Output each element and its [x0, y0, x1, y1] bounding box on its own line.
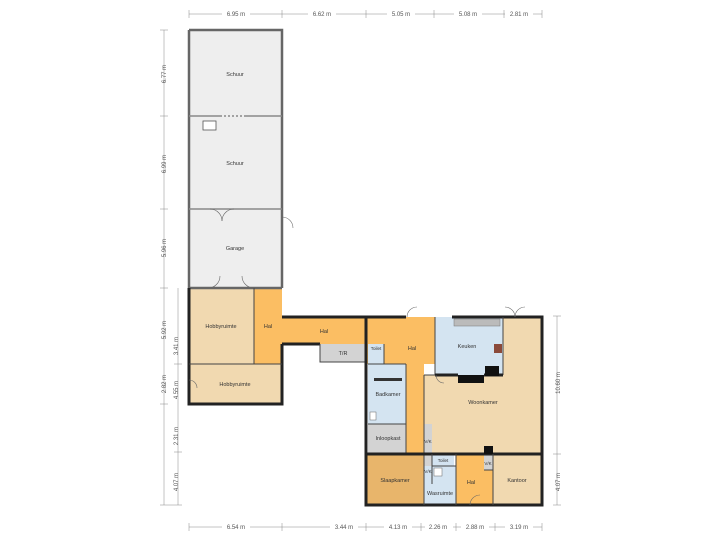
dim-left-3: 5.96 m: [162, 239, 168, 257]
schuur-1-area: [189, 30, 282, 116]
tr-area: [320, 344, 366, 362]
hobbyruimte-1-area: [189, 288, 254, 364]
label-vk-3: V/K: [484, 461, 491, 466]
hal-2-area: [282, 317, 366, 344]
label-kantoor: Kantoor: [507, 478, 526, 484]
hobbyruimte-2-area: [189, 364, 282, 404]
label-wasruimte: Wasruimte: [427, 491, 453, 497]
slaapkamer-area: [366, 454, 424, 505]
label-toilet-1: Toilet: [371, 346, 382, 351]
label-vk-2: V/K: [424, 469, 431, 474]
label-hal-1: Hal: [264, 324, 272, 330]
garage-area: [189, 209, 282, 288]
toilet-1-area: [368, 344, 384, 364]
dim-right-2: 4.07 m: [556, 473, 562, 491]
vk-3-area: [484, 454, 493, 470]
schuur-2-area: [189, 116, 282, 209]
dim-left-7: 4.55 m: [174, 381, 180, 399]
label-toilet-2: Toilet: [438, 458, 449, 463]
label-hal-3: Hal: [408, 346, 416, 352]
dim-left-9: 4.07 m: [174, 473, 180, 491]
label-slaapkamer: Slaapkamer: [380, 478, 410, 484]
dim-top-5: 2.81 m: [510, 12, 528, 18]
hobby-door-left: [207, 275, 221, 289]
dim-bottom-5: 2.88 m: [466, 525, 484, 531]
fireplace-icon: [485, 366, 499, 376]
hal-1-area: [254, 288, 282, 364]
garage-side-door: [281, 216, 294, 229]
hobby-side-door: [188, 379, 198, 389]
toilet-icon: [369, 411, 377, 421]
hobby-door-right: [241, 275, 255, 289]
stove-icon: [458, 375, 484, 383]
room-fills: [189, 30, 542, 505]
inloopkast-area: [368, 424, 406, 454]
hal-3-corridor: [406, 364, 424, 454]
label-tr: T/R: [339, 351, 348, 357]
terrace-door-right: [514, 306, 526, 318]
washer-icon: [433, 467, 443, 477]
right-dimension-line: 10.60 m 4.07 m: [553, 315, 562, 506]
keuken-area: [435, 317, 503, 375]
dim-right-1: 10.60 m: [556, 372, 562, 394]
dim-bottom-6: 3.19 m: [510, 525, 528, 531]
room-labels: Schuur Schuur Garage Hobbyruimte Hal Hob…: [205, 72, 526, 497]
doors: [188, 208, 526, 506]
dim-left-1: 6.77 m: [162, 65, 168, 83]
label-hal-2: Hal: [320, 329, 328, 335]
woonkamer-top-area: [503, 317, 542, 375]
dim-bottom-3: 4.13 m: [389, 525, 407, 531]
label-schuur-1: Schuur: [226, 72, 244, 78]
fixtures: [369, 318, 502, 477]
dim-bottom-2: 3.44 m: [335, 525, 353, 531]
label-keuken: Keuken: [458, 344, 477, 350]
vk-1-area: [424, 424, 432, 454]
woonkamer-area: [424, 375, 542, 454]
kitchen-counter: [453, 318, 501, 327]
front-door-left: [406, 306, 418, 318]
left-dimension-line: 6.77 m 6.99 m 5.96 m 5.92 m 3.41 m 2.82 …: [160, 29, 182, 506]
label-hobbyruimte-1: Hobbyruimte: [205, 324, 236, 330]
label-vk-1: V/K: [424, 439, 431, 444]
dim-top-4: 5.08 m: [459, 12, 477, 18]
dim-left-8: 2.31 m: [174, 427, 180, 445]
kantoor-area: [493, 454, 542, 505]
label-hobbyruimte-2: Hobbyruimte: [219, 382, 250, 388]
walls: [187, 28, 544, 507]
dim-top-2: 6.62 m: [313, 12, 331, 18]
back-door: [469, 494, 481, 506]
top-dimension-line: 6.95 m 6.62 m 5.05 m 5.08 m 2.81 m: [188, 8, 543, 19]
dim-top-1: 6.95 m: [227, 12, 245, 18]
dim-left-6: 2.82 m: [162, 375, 168, 393]
dim-bottom-4: 2.26 m: [429, 525, 447, 531]
dim-bottom-1: 6.54 m: [227, 525, 245, 531]
toilet-2-area: [432, 454, 454, 466]
label-badkamer: Badkamer: [375, 392, 400, 398]
shower-screen: [374, 378, 402, 381]
dim-left-5: 3.41 m: [174, 337, 180, 355]
label-woonkamer: Woonkamer: [468, 400, 498, 406]
dim-left-2: 6.99 m: [162, 155, 168, 173]
garage-door-right: [221, 208, 235, 222]
appliance-icon: [494, 344, 502, 353]
label-hal-4: Hal: [467, 480, 475, 486]
label-garage: Garage: [226, 246, 244, 252]
kitchen-door: [435, 374, 445, 384]
label-schuur-2: Schuur: [226, 161, 244, 167]
chimney-icon: [484, 446, 493, 454]
bottom-dimension-line: 6.54 m 3.44 m 4.13 m 2.26 m 2.88 m 3.19 …: [188, 521, 543, 532]
dim-top-3: 5.05 m: [392, 12, 410, 18]
label-inloopkast: Inloopkast: [375, 436, 401, 442]
dim-left-4: 5.92 m: [162, 321, 168, 339]
